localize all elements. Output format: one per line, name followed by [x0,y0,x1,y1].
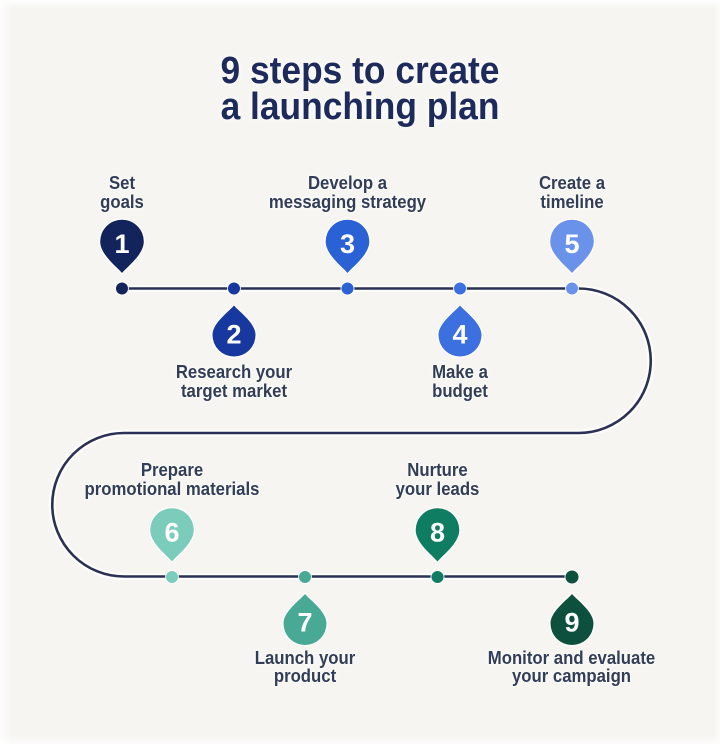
svg-text:6: 6 [164,518,179,548]
svg-text:1: 1 [114,229,129,259]
svg-text:5: 5 [564,229,579,259]
svg-text:8: 8 [430,518,445,548]
svg-text:9: 9 [564,608,579,638]
svg-text:2: 2 [226,320,241,350]
svg-text:7: 7 [297,608,312,638]
svg-text:3: 3 [340,229,355,259]
svg-text:4: 4 [452,320,467,350]
